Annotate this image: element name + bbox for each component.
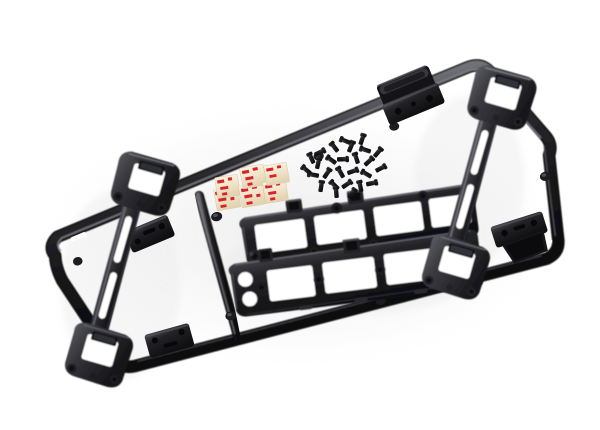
screw [365, 179, 379, 187]
screw [318, 179, 326, 193]
screw [363, 155, 376, 167]
screw [358, 132, 367, 146]
mount-bracket-top [376, 65, 445, 125]
screw [346, 166, 360, 175]
mount-tab-lower-left [144, 323, 195, 358]
brace-right-head-upper [467, 65, 537, 130]
screw [332, 185, 340, 199]
screw [306, 151, 316, 164]
part-support-brace-right [421, 65, 537, 300]
screw [336, 155, 350, 163]
screw [351, 151, 360, 165]
screw [300, 164, 312, 175]
screw [375, 163, 388, 173]
cage-rail-highlight-right [543, 145, 556, 237]
tape-strip [263, 161, 290, 186]
screw [315, 156, 323, 170]
screw [314, 147, 327, 157]
screw [324, 154, 337, 165]
screw [347, 139, 356, 153]
brace-left-head-upper [110, 151, 181, 216]
brace-left-head-lower [64, 322, 134, 388]
screw [322, 166, 333, 179]
brace-right-shaft [442, 103, 501, 260]
tape-strip [214, 174, 241, 199]
screw [328, 140, 340, 153]
mount-tab-upper-left [125, 215, 175, 253]
screw [338, 136, 352, 145]
brace-right-head-lower [421, 234, 491, 300]
screw [341, 178, 354, 189]
screw [359, 168, 372, 179]
brace-left-shaft [85, 189, 145, 348]
part-adhesive-tape-set [213, 161, 290, 211]
ladder-lower-clip-tower [342, 237, 361, 254]
screw [356, 179, 364, 193]
screw [347, 186, 358, 199]
screw [373, 146, 384, 158]
mount-bracket-right [490, 211, 548, 264]
screw [334, 165, 345, 179]
part-ladder-frame-lower [228, 229, 484, 317]
part-support-brace-left [64, 151, 181, 388]
screw [358, 145, 372, 154]
part-screw-pile [300, 132, 388, 199]
tape-strip [239, 163, 267, 190]
